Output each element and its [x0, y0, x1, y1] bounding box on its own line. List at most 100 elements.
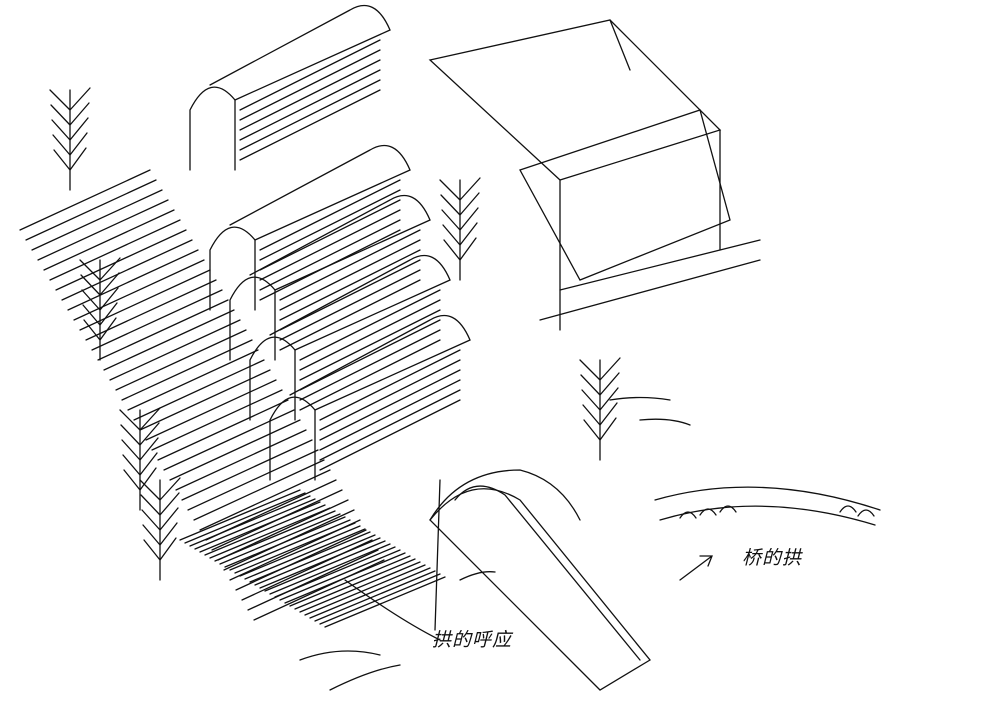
leader-lines — [344, 479, 713, 641]
hatch-line — [235, 529, 367, 591]
hatch-line — [234, 522, 356, 574]
hatch-line — [319, 573, 441, 625]
hatch-line — [181, 439, 313, 501]
hatch-line — [43, 209, 175, 271]
arch-bridge — [429, 469, 651, 691]
vault-hatch — [259, 219, 401, 291]
hatch-line — [194, 498, 316, 550]
vault-hatch — [299, 319, 441, 391]
vault-hatch — [259, 209, 401, 281]
tree-branch — [119, 407, 161, 431]
tree-branch — [582, 402, 618, 426]
vault-roof — [269, 254, 451, 351]
hatch-line — [199, 469, 331, 531]
vault-hatch — [279, 229, 421, 301]
hatch-line — [25, 179, 157, 241]
hatch-line — [61, 239, 193, 301]
vault-hatch — [319, 349, 461, 421]
gabled-buildings — [428, 19, 761, 331]
hatch-line — [204, 504, 326, 556]
tree-branch — [80, 272, 120, 296]
vault-hatch — [279, 279, 421, 351]
hatch-line — [304, 564, 426, 616]
hatch-line — [145, 379, 277, 441]
vault-hatch — [299, 309, 441, 381]
hatch-line — [55, 229, 187, 291]
hatch-line — [127, 349, 259, 411]
hatch-line — [121, 339, 253, 401]
tree-branch — [52, 132, 88, 156]
tree-branch — [440, 192, 480, 216]
annotation-bridge-arch: 桥的拱 — [742, 547, 803, 569]
hatch-line — [224, 516, 346, 568]
hatch-line — [199, 501, 321, 553]
hatch-line — [314, 570, 436, 622]
hatch-line — [73, 259, 205, 321]
hatch-line — [103, 309, 235, 371]
tree-branch — [581, 387, 619, 411]
tree-branch — [53, 147, 87, 171]
hatch-line — [187, 449, 319, 511]
hatch-line — [309, 567, 431, 619]
hatch-line — [31, 189, 163, 251]
vault-hatch — [299, 289, 441, 361]
hatch-line — [279, 549, 401, 601]
hatch-line — [254, 534, 376, 586]
tree-branch — [51, 117, 89, 141]
vault-hatch — [279, 259, 421, 331]
tree-branch — [81, 287, 119, 311]
hatch-line — [247, 549, 379, 611]
hatch-line — [133, 359, 265, 421]
vault-hatch — [299, 339, 441, 411]
hatch-line — [249, 531, 371, 583]
hatch-line — [214, 510, 336, 562]
vault-hatch — [239, 89, 381, 161]
tree-branch — [123, 467, 157, 491]
vault-arch-end — [269, 396, 316, 481]
vault-hatch — [239, 59, 381, 131]
vaulted-roofs — [189, 4, 471, 481]
tree-branch — [49, 87, 91, 111]
tree-branch — [141, 507, 179, 531]
hatch-line — [244, 528, 366, 580]
hatch-line — [79, 269, 211, 331]
hatch-line — [294, 558, 416, 610]
vault-hatch — [239, 49, 381, 121]
vault-arch-end — [209, 226, 256, 311]
hatch-line — [264, 540, 386, 592]
hatch-line — [324, 576, 446, 628]
hatch-line — [193, 459, 325, 521]
vault-roof — [289, 314, 471, 411]
hatch-line — [189, 495, 311, 547]
tree-branch — [122, 452, 158, 476]
hatch-line — [37, 199, 169, 261]
hatch-line — [219, 513, 341, 565]
vault-hatch — [299, 329, 441, 401]
hatch-line — [157, 399, 289, 461]
vault-hatch — [259, 199, 401, 271]
hatch-line — [109, 319, 241, 381]
tree-branch — [443, 237, 477, 261]
vault-roof — [249, 194, 431, 291]
vault-hatch — [239, 79, 381, 151]
hatch-line — [151, 389, 283, 451]
tree-branch — [579, 357, 621, 381]
vault-hatch — [239, 39, 381, 111]
tree-branch — [142, 522, 178, 546]
tree-branch — [139, 477, 181, 501]
hatch-line — [184, 492, 306, 544]
bridge-elevation-sketch — [654, 486, 881, 526]
tree-branch — [140, 492, 180, 516]
hatch-line — [269, 543, 391, 595]
tree-branch — [439, 177, 481, 201]
tree-branch — [50, 102, 90, 126]
vault-arch-end — [249, 336, 296, 421]
hatch-line — [299, 561, 421, 613]
vault-roof — [229, 144, 411, 241]
hatch-line — [115, 329, 247, 391]
tree-branch — [580, 372, 620, 396]
vault-hatch — [319, 379, 461, 451]
vault-arch-end — [229, 276, 276, 361]
